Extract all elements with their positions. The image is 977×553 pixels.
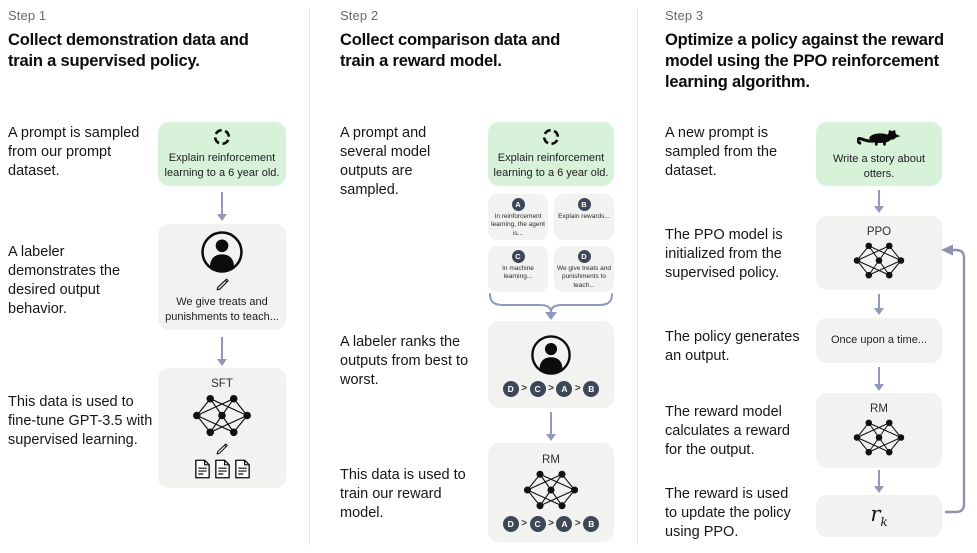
step3-prompt-box: Write a story about otters.	[816, 122, 942, 186]
rank-separator: >	[521, 383, 528, 394]
step1-label: Step 1	[8, 8, 47, 23]
flow-arrow-down-icon	[546, 412, 556, 441]
ppo-model-label: PPO	[866, 225, 892, 238]
step2-rm-box: RM D > C > A	[488, 443, 614, 542]
pencil-icon	[215, 442, 229, 456]
rank-separator: >	[574, 518, 581, 529]
labeler-person-icon	[529, 333, 573, 377]
step1-labeler-box: We give treats and punishments to teach.…	[158, 224, 286, 330]
sft-model-label: SFT	[211, 377, 233, 390]
ranking-row: D > C > A > B	[502, 380, 600, 397]
step1-sft-box: SFT	[158, 368, 286, 488]
neural-network-icon	[851, 240, 907, 281]
output-text: We give treats and punishments to teach.…	[556, 265, 612, 289]
step2-ranking-box: D > C > A > B	[488, 321, 614, 408]
rank-chip: D	[502, 380, 519, 397]
step2-prompt-box: Explain reinforcement learning to a 6 ye…	[488, 122, 614, 186]
step1-title: Collect demonstration data and train a s…	[8, 31, 249, 71]
flow-arrow-down-icon	[874, 470, 884, 493]
step3-reward-box: rk	[816, 495, 942, 537]
flow-arrow-down-icon	[217, 337, 227, 366]
rank-chip: C	[529, 380, 546, 397]
output-text: In machine learning...	[502, 265, 534, 281]
step3-title: Optimize a policy against the reward mod…	[665, 31, 944, 92]
rank-separator: >	[521, 518, 528, 529]
step3-caption-update: The reward is used to update the policy …	[665, 486, 791, 540]
pencil-icon	[215, 277, 230, 292]
step3-output-text: Once upon a time...	[831, 334, 927, 347]
step2-caption-prompt: A prompt and several model outputs are s…	[340, 125, 431, 198]
step2-prompt-text: Explain reinforcement learning to a 6 ye…	[493, 152, 609, 179]
output-sample-a: A In reinforcement learning, the agent i…	[488, 194, 548, 240]
flow-arrow-down-icon	[874, 294, 884, 315]
reward-symbol: rk	[870, 502, 888, 530]
output-chip: D	[577, 250, 591, 263]
step3-caption-reward: The reward model calculates a reward for…	[665, 404, 790, 458]
output-sample-d: D We give treats and punishments to teac…	[554, 246, 614, 292]
rank-separator: >	[548, 383, 554, 394]
rank-chip: D	[502, 515, 519, 532]
feedback-loop-arrow-icon	[938, 242, 972, 518]
step1-caption-prompt: A prompt is sampled from our prompt data…	[8, 125, 140, 179]
flow-arrow-down-icon	[874, 367, 884, 391]
neural-network-icon	[190, 392, 254, 439]
step1-prompt-box: Explain reinforcement learning to a 6 ye…	[158, 122, 286, 186]
rm-model-label: RM	[542, 453, 560, 466]
rank-chip: B	[583, 515, 600, 532]
step3-output-box: Once upon a time...	[816, 318, 942, 363]
neural-network-icon	[851, 417, 907, 458]
step2-title: Collect comparison data and train a rewa…	[340, 31, 561, 71]
step2-caption-data: This data is used to train our reward mo…	[340, 467, 466, 521]
column-divider	[637, 8, 638, 545]
flow-arrow-down-icon	[217, 192, 227, 221]
flow-arrow-down-icon	[874, 190, 884, 213]
rank-chip: A	[556, 380, 573, 397]
step2-label: Step 2	[340, 8, 379, 23]
otter-icon	[857, 127, 901, 148]
rm-model-label: RM	[870, 403, 888, 415]
brace-connector-icon	[488, 293, 614, 320]
step3-caption-prompt: A new prompt is sampled from the dataset…	[665, 125, 778, 179]
output-chip: A	[511, 198, 525, 211]
column-divider	[309, 8, 310, 545]
output-text: Explain rewards...	[558, 213, 610, 220]
neural-network-icon	[521, 468, 581, 512]
step3-ppo-box: PPO	[816, 216, 942, 290]
documents-icon	[194, 459, 251, 479]
output-chip: C	[511, 250, 525, 263]
step1-caption-data: This data is used to fine-tune GPT-3.5 w…	[8, 394, 153, 448]
cycle-sample-icon	[541, 127, 561, 147]
step3-prompt-text: Write a story about otters.	[832, 152, 926, 180]
ranking-row: D > C > A > B	[502, 515, 600, 532]
rank-separator: >	[548, 518, 554, 529]
step1-prompt-text: Explain reinforcement learning to a 6 ye…	[164, 152, 280, 179]
output-text: In reinforcement learning, the agent is.…	[491, 213, 545, 237]
step1-demo-text: We give treats and punishments to teach.…	[165, 296, 279, 323]
step3-caption-init: The PPO model is initialized from the su…	[665, 227, 783, 281]
output-sample-c: C In machine learning...	[488, 246, 548, 292]
step3-rm-box: RM	[816, 393, 942, 468]
rank-chip: A	[556, 515, 573, 532]
cycle-sample-icon	[212, 127, 232, 147]
rank-separator: >	[574, 383, 581, 394]
output-chip: B	[577, 198, 591, 211]
rank-chip: B	[583, 380, 600, 397]
step1-caption-labeler: A labeler demonstrates the desired outpu…	[8, 244, 121, 317]
step3-label: Step 3	[665, 8, 704, 23]
labeler-person-icon	[199, 229, 245, 275]
step3-caption-output: The policy generates an output.	[665, 329, 800, 364]
output-sample-b: B Explain rewards...	[554, 194, 614, 240]
rank-chip: C	[529, 515, 546, 532]
step2-caption-rank: A labeler ranks the outputs from best to…	[340, 334, 469, 388]
